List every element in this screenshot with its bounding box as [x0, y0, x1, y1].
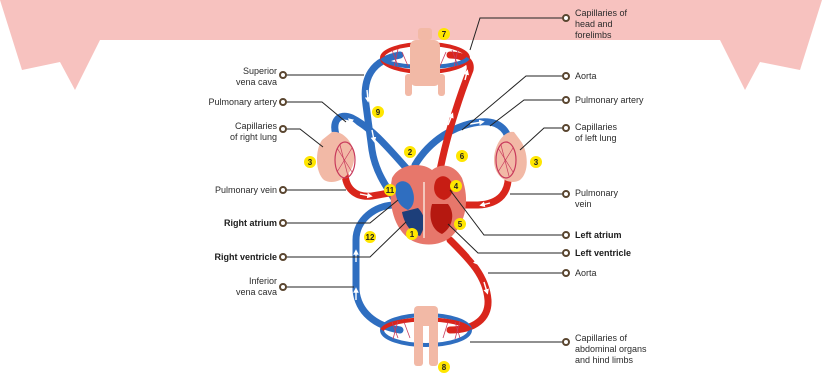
marker-2: 2 [404, 146, 416, 158]
hind-limbs-silhouette [414, 306, 438, 366]
inferior-vena-cava-vessel [356, 205, 400, 330]
label-inferior-vena-cava: Inferior vena cava [236, 276, 277, 298]
label-right-atrium: Right atrium [224, 218, 277, 229]
label-capillaries-left-lung: Capillaries of left lung [575, 122, 617, 144]
abdominal-capillary-bed [382, 306, 470, 366]
leader-dots-left [280, 72, 286, 290]
marker-3-right: 3 [530, 156, 542, 168]
marker-12: 12 [364, 231, 376, 243]
label-right-ventricle: Right ventricle [214, 252, 277, 263]
label-pulmonary-artery-right: Pulmonary artery [575, 95, 644, 106]
label-aorta-top: Aorta [575, 71, 597, 82]
svg-text:1: 1 [410, 230, 415, 239]
label-aorta-bottom: Aorta [575, 268, 597, 279]
label-capillaries-head: Capillaries of head and forelimbs [575, 8, 627, 41]
marker-1: 1 [406, 228, 418, 240]
label-left-ventricle: Left ventricle [575, 248, 631, 259]
marker-6: 6 [456, 150, 468, 162]
label-left-atrium: Left atrium [575, 230, 622, 241]
svg-text:11: 11 [386, 186, 395, 195]
label-pulmonary-artery-left: Pulmonary artery [208, 97, 277, 108]
left-lung [494, 132, 527, 182]
label-capillaries-right-lung: Capillaries of right lung [230, 121, 277, 143]
svg-text:2: 2 [408, 148, 413, 157]
leader-dots-right [563, 15, 569, 345]
heart [391, 165, 467, 244]
svg-text:12: 12 [366, 233, 375, 242]
svg-text:5: 5 [458, 220, 463, 229]
svg-text:6: 6 [460, 152, 465, 161]
marker-4: 4 [450, 180, 462, 192]
label-superior-vena-cava: Superior vena cava [236, 66, 277, 88]
svg-text:3: 3 [308, 158, 313, 167]
label-pulmonary-vein-left: Pulmonary vein [215, 185, 277, 196]
svg-text:7: 7 [442, 30, 447, 39]
marker-3-left: 3 [304, 156, 316, 168]
marker-7: 7 [438, 28, 450, 40]
marker-8: 8 [438, 361, 450, 373]
svg-text:8: 8 [442, 363, 447, 372]
svg-text:9: 9 [376, 108, 381, 117]
svg-text:4: 4 [454, 182, 459, 191]
label-capillaries-abdominal: Capillaries of abdominal organs and hind… [575, 333, 647, 366]
marker-5: 5 [454, 218, 466, 230]
marker-11: 11 [384, 184, 396, 196]
right-lung [317, 132, 355, 182]
svg-text:3: 3 [534, 158, 539, 167]
marker-9: 9 [372, 106, 384, 118]
label-pulmonary-vein-right: Pulmonary vein [575, 188, 618, 210]
